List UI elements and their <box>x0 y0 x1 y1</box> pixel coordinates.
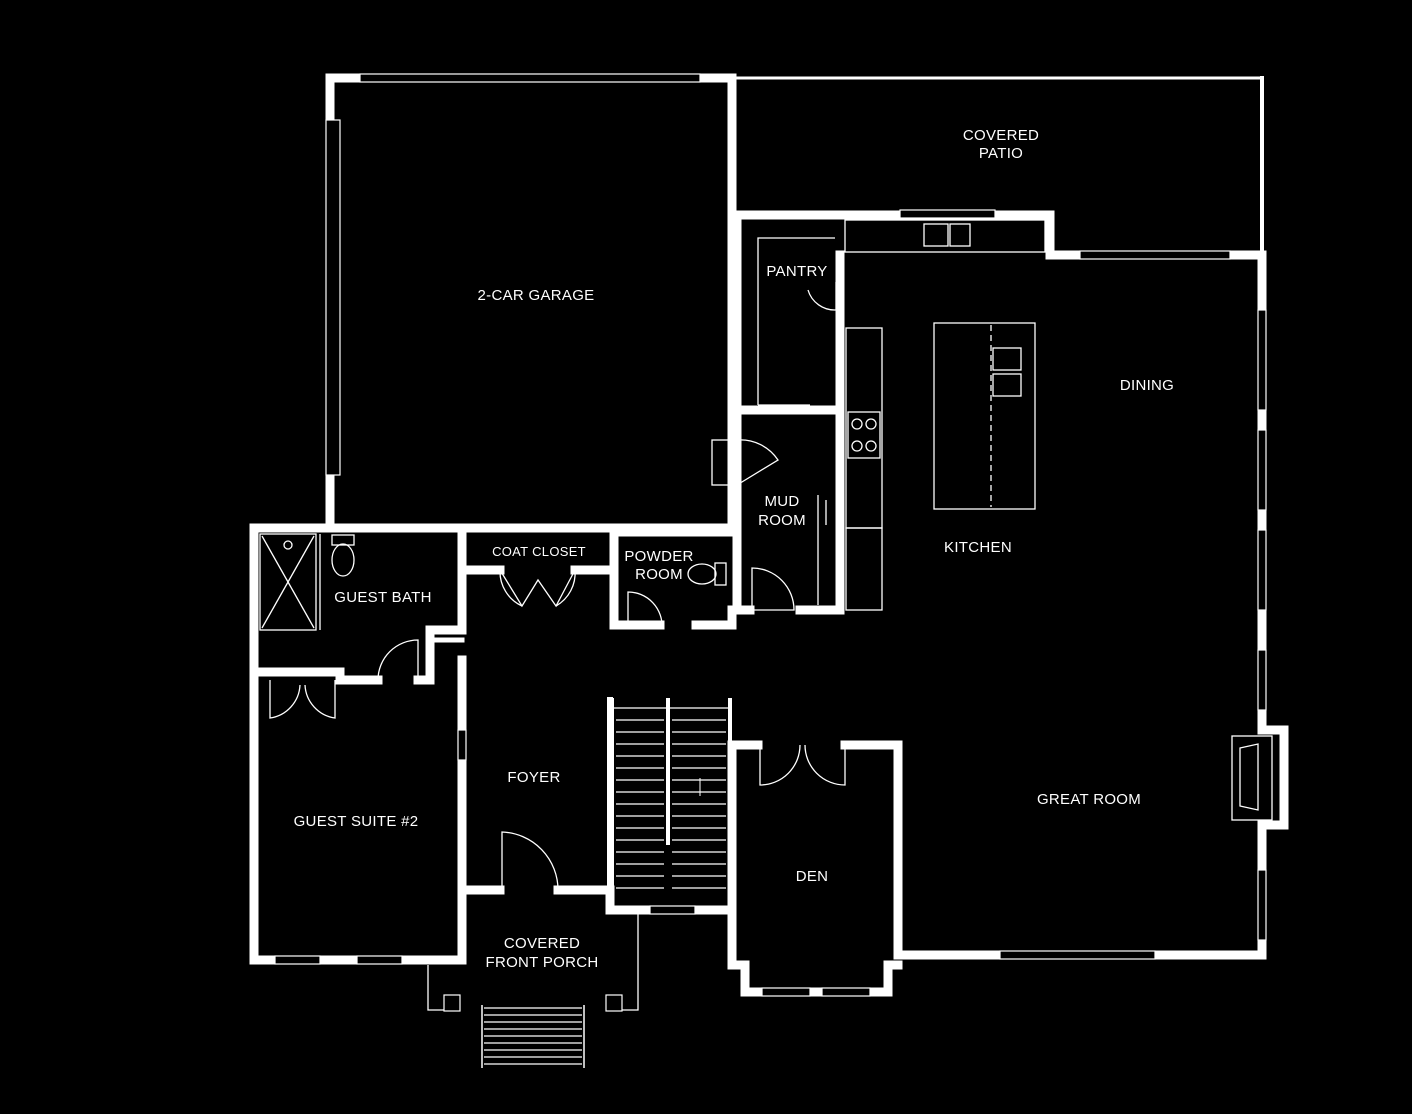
windows <box>274 73 1267 997</box>
kitchen-island <box>933 322 1036 510</box>
dining-window-2 <box>1257 429 1267 511</box>
label-foyer: FOYER <box>507 769 560 786</box>
porch-steps <box>481 1005 585 1068</box>
kitchen-window <box>899 209 996 219</box>
label-powder-room-2: ROOM <box>635 566 683 583</box>
room-labels: COVERED PATIO 2-CAR GARAGE PANTRY DINING… <box>294 127 1174 971</box>
label-great-room: GREAT ROOM <box>1037 791 1141 808</box>
fireplace <box>1231 735 1273 821</box>
label-powder-room-1: POWDER <box>624 548 693 565</box>
label-den: DEN <box>796 868 829 885</box>
suite-window-2 <box>356 955 403 965</box>
guest-toilet <box>331 534 355 546</box>
label-garage: 2-CAR GARAGE <box>478 287 595 304</box>
fixtures <box>259 219 1273 1012</box>
garage-side-door <box>325 119 341 476</box>
label-guest-bath: GUEST BATH <box>334 589 431 606</box>
doors <box>269 282 846 891</box>
label-mud-room-1: MUD <box>764 493 799 510</box>
stair-window <box>649 905 696 915</box>
label-covered-patio-1: COVERED <box>963 127 1039 144</box>
suite-side-window <box>457 729 467 761</box>
label-mud-room-2: ROOM <box>758 512 806 529</box>
label-kitchen: KITCHEN <box>944 539 1012 556</box>
shower <box>259 533 317 631</box>
label-pantry: PANTRY <box>766 263 827 280</box>
label-dining: DINING <box>1120 377 1174 394</box>
label-front-porch-2: FRONT PORCH <box>485 954 598 971</box>
great-rear-window <box>999 950 1156 960</box>
label-covered-patio-2: PATIO <box>979 145 1023 162</box>
suite-window-1 <box>274 955 321 965</box>
label-front-porch-1: COVERED <box>504 935 580 952</box>
slider-door <box>1079 250 1231 260</box>
walls <box>249 73 1289 997</box>
den-window-2 <box>821 987 871 997</box>
garage-door <box>359 73 701 83</box>
label-coat-closet: COAT CLOSET <box>492 544 586 559</box>
label-guest-suite: GUEST SUITE #2 <box>294 813 419 830</box>
den-window-1 <box>761 987 811 997</box>
dining-window-1 <box>1257 309 1267 411</box>
powder-toilet <box>714 562 727 586</box>
dining-window-3 <box>1257 529 1267 611</box>
great-window-2 <box>1257 869 1267 941</box>
stairs <box>610 698 732 905</box>
great-window-1 <box>1257 649 1267 711</box>
